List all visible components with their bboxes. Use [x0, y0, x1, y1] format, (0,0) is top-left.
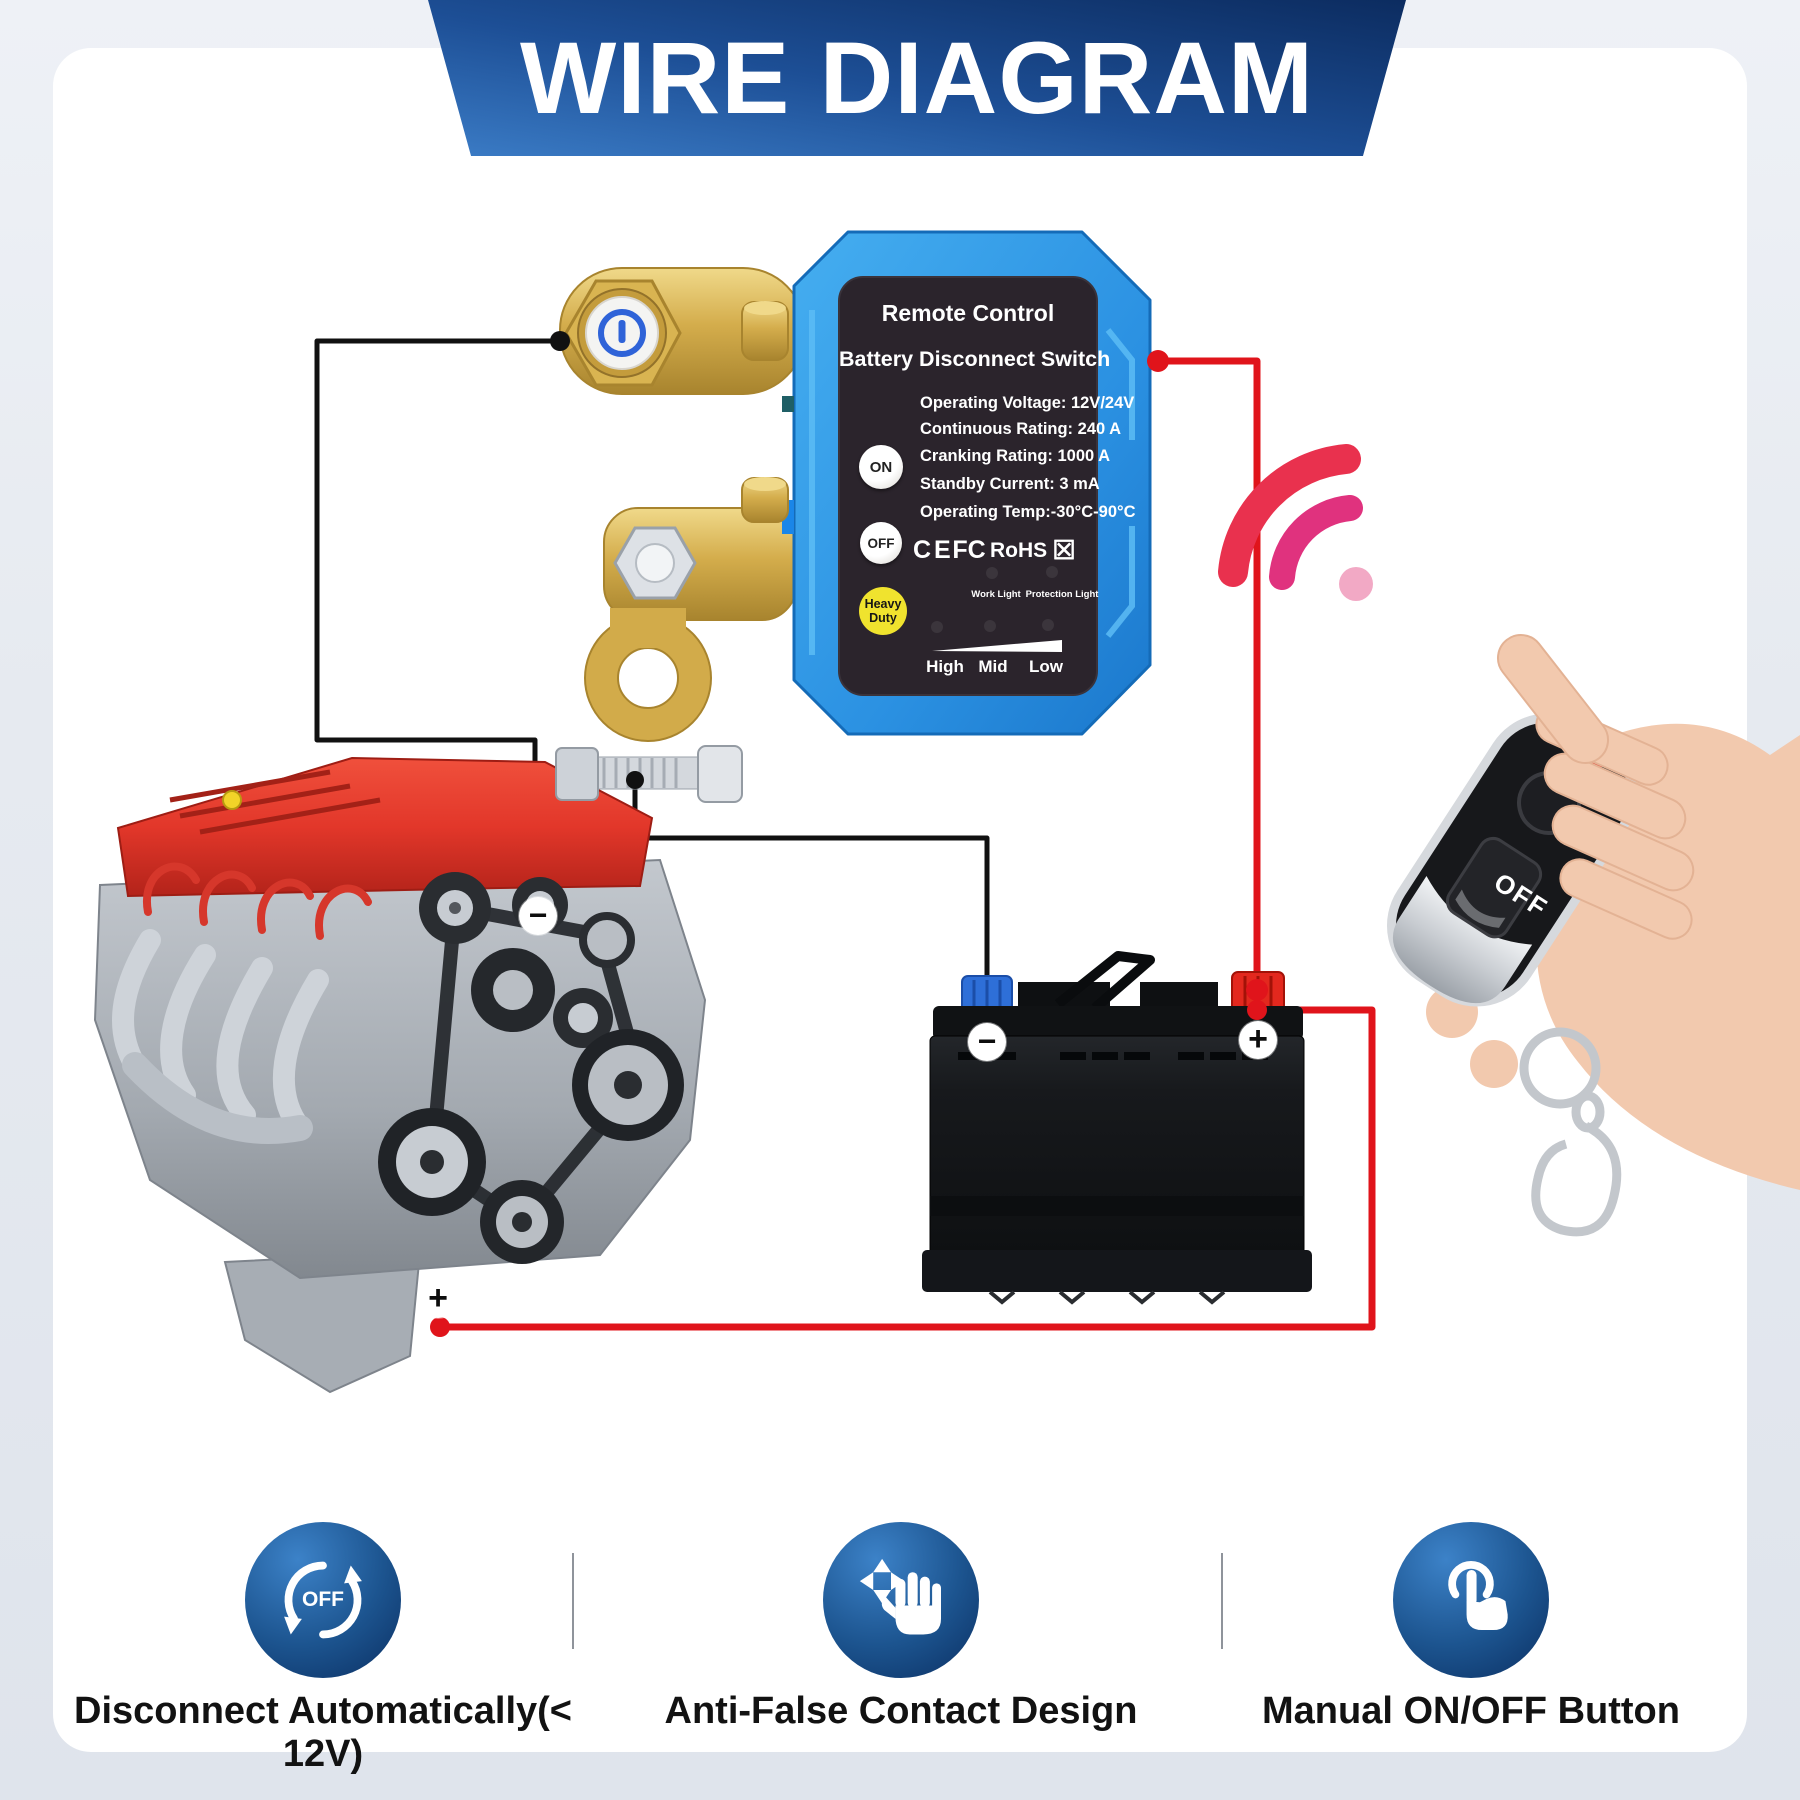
- switch-label-panel: [838, 276, 1098, 696]
- heavy-duty-badge: Heavy Duty: [859, 587, 907, 635]
- move-hand-icon: [859, 1558, 941, 1635]
- tap-finger-icon: [1448, 1561, 1508, 1630]
- feature-manual-button-circle: [1393, 1522, 1549, 1678]
- keyring: [1519, 1027, 1622, 1237]
- dipstick: [222, 790, 242, 810]
- signal-wedge: [932, 640, 1062, 652]
- power-symbol-icon: [618, 320, 626, 343]
- work-light-label: Work Light: [971, 589, 1021, 600]
- engine-illustration: [93, 756, 707, 1394]
- device-on-button: ON: [859, 445, 903, 489]
- battery-vents: [958, 1052, 1268, 1060]
- hand-with-remote: [1386, 634, 1800, 1237]
- wire-connection-dots: [430, 331, 1268, 1337]
- wire-battery-to-engine-positive: [440, 1006, 1376, 1331]
- thumb: [1496, 634, 1610, 764]
- switch-title-line1: Remote Control: [881, 300, 1055, 326]
- feature-caption-auto-disconnect: Disconnect Automatically(< 12V): [74, 1690, 572, 1775]
- auto-off-icon-text: OFF: [302, 1588, 344, 1611]
- device-off-button: OFF: [860, 522, 902, 564]
- feature-auto-disconnect-circle: OFF: [245, 1522, 401, 1678]
- feature-caption-manual-button: Manual ON/OFF Button: [1262, 1690, 1680, 1732]
- level-low: Low: [1029, 657, 1063, 676]
- feature-anti-false-circle: [823, 1522, 979, 1678]
- battery-positive-marker: +: [1239, 1020, 1277, 1059]
- spec-standby-current: Standby Current: 3 mA: [920, 475, 1100, 493]
- fcc-mark: FC: [952, 536, 986, 564]
- title-banner: WIRE DIAGRAM: [428, 0, 1406, 156]
- battery-handle: [1054, 951, 1155, 1012]
- battery-negative-marker: −: [968, 1023, 1006, 1061]
- feature-divider-1: [572, 1553, 574, 1649]
- spec-cranking-rating: Cranking Rating: 1000 A: [920, 447, 1111, 465]
- auto-off-cycle-icon: [284, 1561, 362, 1639]
- led-indicators: [931, 566, 1058, 633]
- level-mid: Mid: [978, 657, 1008, 676]
- feature-divider-2: [1221, 1553, 1223, 1649]
- spec-continuous-rating: Continuous Rating: 240 A: [920, 420, 1122, 438]
- level-high: High: [926, 657, 964, 676]
- battery-illustration: [922, 951, 1312, 1305]
- engine-negative-marker: −: [519, 897, 557, 935]
- rohs-mark: RoHS: [990, 539, 1048, 562]
- ce-mark: CE: [913, 536, 954, 564]
- wire-switch-to-battery-positive: [1158, 357, 1261, 988]
- weee-bin-icon: ☒: [1052, 535, 1076, 565]
- protection-light-label: Protection Light: [1025, 589, 1099, 600]
- switch-body-ridges: [809, 310, 1135, 655]
- page-title: WIRE DIAGRAM: [520, 20, 1314, 135]
- spec-operating-temp: Operating Temp:-30°C-90°C: [920, 503, 1136, 521]
- hand-fingers: [1496, 634, 1695, 940]
- switch-title-line2: Battery Disconnect Switch: [839, 347, 1111, 371]
- positive-wires: [440, 357, 1376, 1331]
- feature-caption-anti-false: Anti-False Contact Design: [664, 1690, 1138, 1732]
- wireless-signal-icon: [1218, 444, 1373, 601]
- engine-positive-marker: +: [419, 1279, 457, 1318]
- spec-operating-voltage: Operating Voltage: 12V/24V: [920, 394, 1135, 412]
